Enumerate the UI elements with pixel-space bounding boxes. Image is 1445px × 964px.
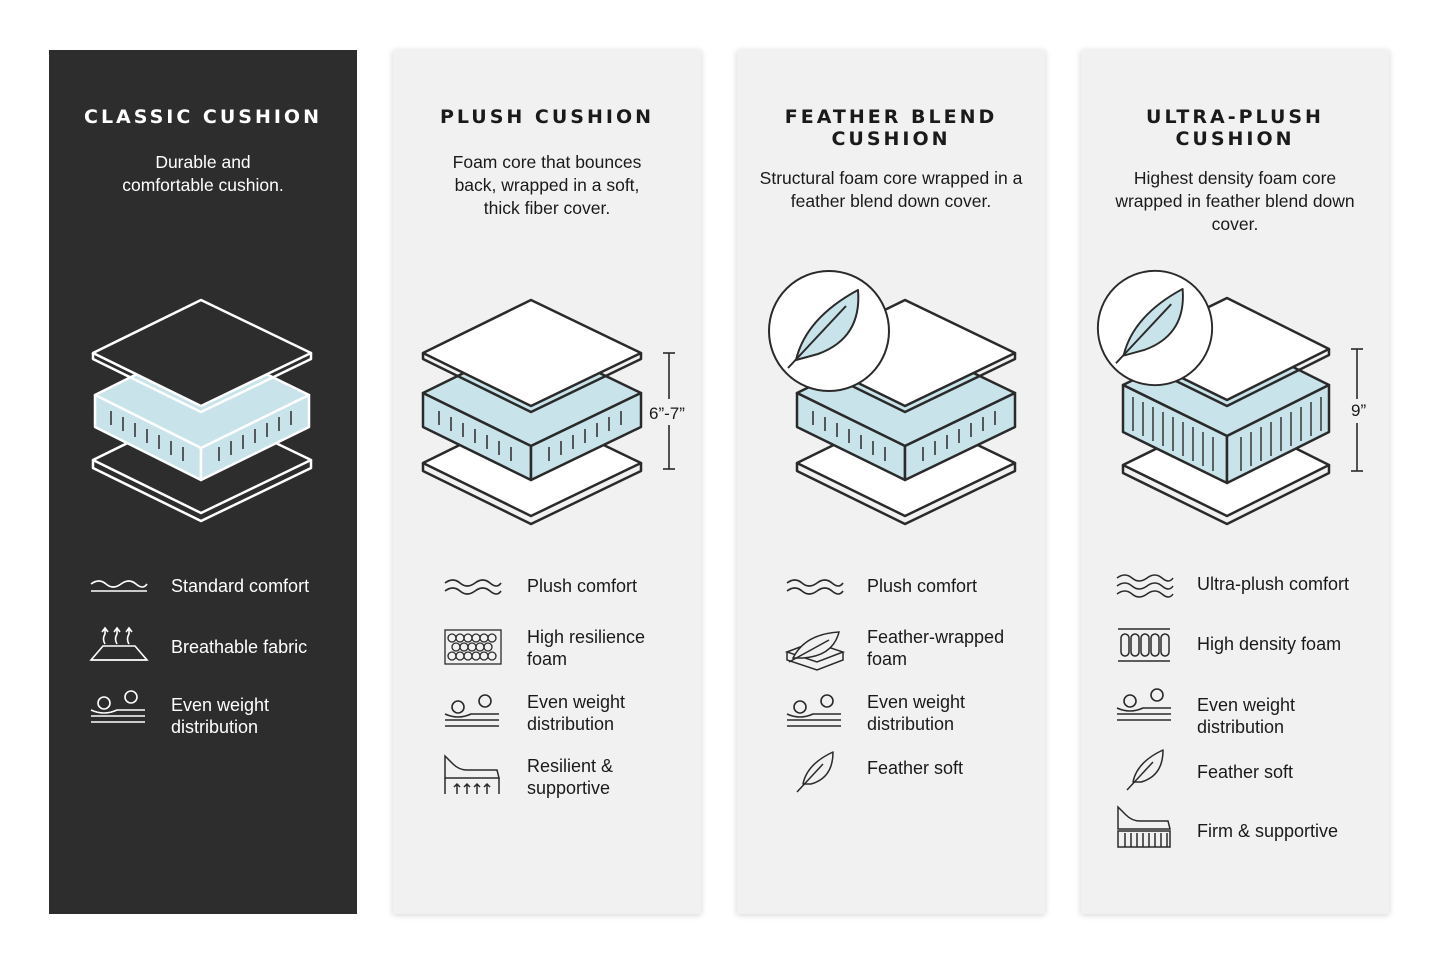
card-title: PLUSH CUSHION: [439, 106, 655, 128]
feature-label: Firm & supportive: [1197, 821, 1339, 841]
feather-wrapped-foam-icon: [784, 631, 846, 671]
density-foam-icon: [1118, 628, 1170, 662]
weight-distribution-icon: [444, 694, 499, 727]
feature-row: Even weight distribution: [393, 692, 701, 752]
card-description: Highest density foam core wrapped in fea…: [1115, 168, 1355, 234]
waves-icon: [90, 580, 148, 592]
feature-label: High resilience foam: [527, 627, 646, 669]
weight-distribution-icon: [786, 694, 841, 727]
weight-distribution-icon: [1116, 688, 1171, 721]
feature-label: Feather-wrapped foam: [867, 627, 1005, 669]
feature-label: High density foam: [1197, 634, 1342, 654]
classic-cushion-layers-icon: [91, 298, 313, 523]
feather-icon: [1126, 749, 1164, 791]
feature-label: Even weight distribution: [171, 695, 270, 737]
honeycomb-foam-icon: [444, 629, 502, 665]
triple-waves-icon: [1116, 574, 1174, 598]
plush-cushion-card: PLUSH CUSHION Foam core that bounces bac…: [393, 50, 701, 914]
card-title: ULTRA-PLUSH CUSHION: [1146, 106, 1324, 150]
feather-blend-cushion-card: FEATHER BLEND CUSHION Structural foam co…: [737, 50, 1045, 914]
feature-label: Standard comfort: [171, 576, 310, 596]
feature-row: Feather soft: [1081, 748, 1389, 808]
feature-label: Even weight distribution: [527, 692, 626, 734]
height-dimension-marker: [663, 352, 675, 470]
feather-badge-icon: [1096, 269, 1214, 387]
card-title: CLASSIC CUSHION: [84, 106, 322, 128]
feature-row: High density foam: [1081, 627, 1389, 687]
feature-label: Plush comfort: [527, 576, 638, 596]
feather-badge-icon: [768, 270, 890, 392]
feature-label: Even weight distribution: [867, 692, 966, 734]
height-dimension-marker: [1351, 348, 1363, 472]
feature-row: Feather soft: [737, 750, 1045, 810]
feather-icon: [796, 751, 834, 793]
feature-row: Breathable fabric: [49, 626, 357, 686]
feature-row: Plush comfort: [393, 575, 701, 635]
feature-row: Even weight distribution: [49, 688, 357, 748]
feature-row: High resilience foam: [393, 626, 701, 686]
feature-row: Even weight distribution: [1081, 686, 1389, 746]
feature-label: Breathable fabric: [171, 637, 308, 657]
height-label: 6”-7”: [649, 404, 685, 423]
card-description: Structural foam core wrapped in a feathe…: [759, 168, 1023, 211]
resilient-support-icon: [444, 754, 500, 794]
feature-row: Resilient & supportive: [393, 754, 701, 814]
height-label: 9”: [1351, 401, 1367, 420]
feature-label: Feather soft: [1197, 762, 1294, 782]
feature-row: Standard comfort: [49, 575, 357, 635]
feature-row: Feather-wrapped foam: [737, 627, 1045, 688]
waves-icon: [786, 579, 844, 595]
feature-label: Plush comfort: [867, 576, 978, 596]
feature-label: Ultra-plush comfort: [1197, 574, 1350, 594]
weight-distribution-icon: [90, 690, 145, 723]
feature-row: Firm & supportive: [1081, 805, 1389, 865]
waves-icon: [444, 579, 502, 595]
ultra-plush-cushion-card: ULTRA-PLUSH CUSHION Highest density foam…: [1081, 50, 1389, 914]
card-title: FEATHER BLEND CUSHION: [784, 106, 998, 150]
ultra-plush-cushion-layers-icon: [1121, 296, 1331, 526]
feature-row: Ultra-plush comfort: [1081, 572, 1389, 632]
card-description: Foam core that bounces back, wrapped in …: [452, 152, 642, 218]
classic-cushion-card: CLASSIC CUSHION Durable and comfortable …: [49, 50, 357, 914]
feature-label: Feather soft: [867, 758, 964, 778]
breathable-fabric-icon: [89, 626, 149, 661]
plush-cushion-layers-icon: [421, 298, 643, 526]
feature-row: Plush comfort: [737, 575, 1045, 635]
firm-support-icon: [1117, 805, 1171, 848]
feature-row: Even weight distribution: [737, 692, 1045, 752]
card-description: Durable and comfortable cushion.: [122, 152, 284, 195]
feature-label: Resilient & supportive: [527, 756, 614, 798]
feature-label: Even weight distribution: [1197, 695, 1296, 737]
